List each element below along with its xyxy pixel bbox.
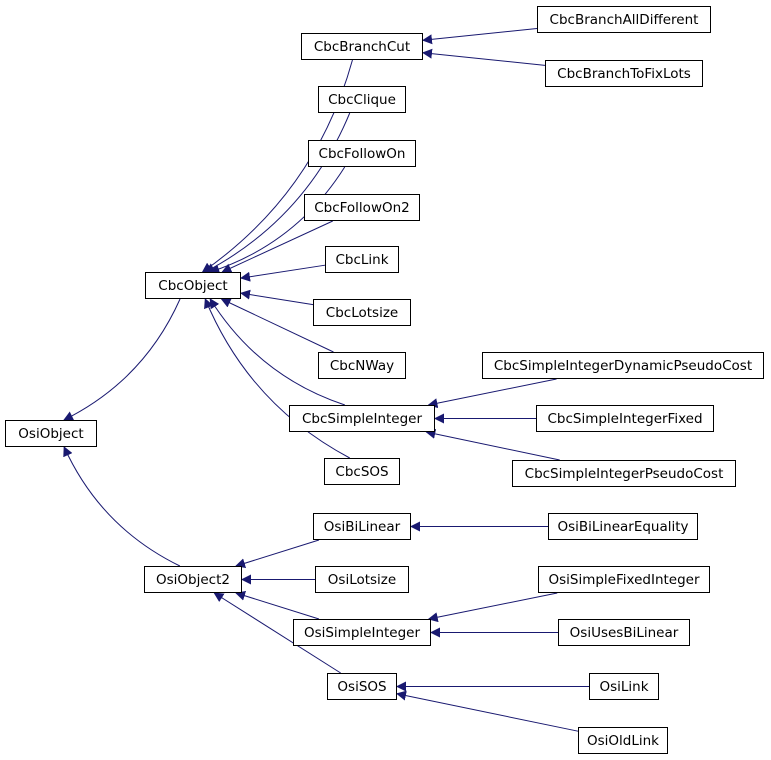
class-node-CbcSOS[interactable]: CbcSOS [324,458,400,485]
inheritance-edge-CbcSimpleIntegerPseudoCost-to-CbcSimpleInteger [425,428,560,461]
class-node-OsiOldLink[interactable]: OsiOldLink [578,727,668,754]
class-node-CbcFollowOn2[interactable]: CbcFollowOn2 [304,194,420,221]
class-node-OsiSimpleInteger[interactable]: OsiSimpleInteger [293,619,431,646]
inheritance-edge-CbcBranchAllDifferent-to-CbcBranchCut [422,27,538,45]
class-node-CbcSimpleIntegerDynamicPseudoCost[interactable]: CbcSimpleIntegerDynamicPseudoCost [482,352,764,379]
class-node-CbcBranchToFixLots[interactable]: CbcBranchToFixLots [545,60,703,87]
class-node-CbcFollowOn[interactable]: CbcFollowOn [308,140,416,167]
inheritance-edge-OsiObject2-to-OsiObject [63,446,181,567]
class-node-CbcClique[interactable]: CbcClique [318,86,406,113]
inheritance-edge-OsiSimpleInteger-to-OsiObject2 [235,590,320,620]
class-node-OsiBiLinear[interactable]: OsiBiLinear [313,513,411,540]
class-node-CbcSimpleIntegerFixed[interactable]: CbcSimpleIntegerFixed [536,405,714,432]
inheritance-edge-OsiSimpleFixedInteger-to-OsiSimpleInteger [427,592,558,623]
class-node-OsiBiLinearEquality[interactable]: OsiBiLinearEquality [548,513,698,540]
class-node-OsiLotsize[interactable]: OsiLotsize [315,566,409,593]
class-node-OsiUsesBiLinear[interactable]: OsiUsesBiLinear [558,619,690,646]
class-node-OsiObject2[interactable]: OsiObject2 [144,566,242,593]
class-node-CbcSimpleInteger[interactable]: CbcSimpleInteger [289,405,435,432]
inheritance-edge-CbcSOS-to-CbcObject [204,298,350,459]
inheritance-edge-CbcClique-to-CbcObject [204,112,351,273]
inheritance-edge-CbcSimpleInteger-to-CbcObject [209,298,346,406]
class-node-CbcSimpleIntegerPseudoCost[interactable]: CbcSimpleIntegerPseudoCost [512,460,736,487]
inheritance-edge-CbcBranchToFixLots-to-CbcBranchCut [422,48,546,66]
class-node-CbcNWay[interactable]: CbcNWay [318,352,406,379]
inheritance-edge-OsiOldLink-to-OsiSOS [396,690,579,732]
class-node-CbcBranchAllDifferent[interactable]: CbcBranchAllDifferent [537,6,711,33]
class-node-OsiSimpleFixedInteger[interactable]: OsiSimpleFixedInteger [538,566,710,593]
class-node-CbcLotsize[interactable]: CbcLotsize [313,299,411,326]
inheritance-edge-CbcObject-to-OsiObject [63,298,181,421]
inheritance-edge-CbcSimpleIntegerDynamicPseudoCost-to-CbcSimpleInteger [427,378,557,409]
class-node-CbcLink[interactable]: CbcLink [325,246,399,273]
inheritance-edge-CbcNWay-to-CbcObject [220,298,334,353]
inheritance-edge-CbcFollowOn2-to-CbcObject [221,220,333,273]
class-node-OsiLink[interactable]: OsiLink [589,673,659,700]
class-node-CbcObject[interactable]: CbcObject [145,272,241,299]
inheritance-edge-CbcLink-to-CbcObject [240,264,326,282]
class-node-CbcBranchCut[interactable]: CbcBranchCut [301,33,423,60]
class-node-OsiSOS[interactable]: OsiSOS [327,673,397,700]
inheritance-edge-OsiBiLinear-to-OsiObject2 [235,539,320,569]
inheritance-edge-CbcLotsize-to-CbcObject [240,289,314,306]
inheritance-edge-OsiSOS-to-OsiObject2 [213,592,341,674]
class-node-OsiObject[interactable]: OsiObject [5,420,97,447]
